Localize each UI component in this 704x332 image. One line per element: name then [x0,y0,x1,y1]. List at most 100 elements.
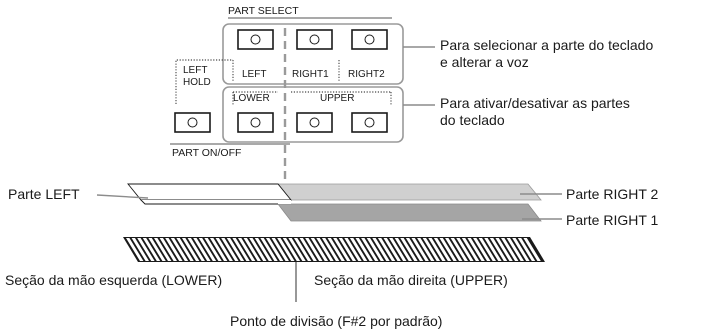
right2-select-button[interactable] [351,29,388,50]
white-key [417,238,435,261]
white-key [310,238,329,261]
white-key [361,238,379,261]
upper-label: UPPER [320,93,354,104]
onoff-callout-line2: do teclado [440,112,505,128]
white-key [243,238,261,261]
white-key [288,238,306,261]
part-select-group-frame [222,23,404,85]
white-key [461,238,480,261]
onoff-callout-line1: Para ativar/desativar as partes [440,95,630,111]
white-key [254,238,273,261]
lower-section-text: Seção da mão esquerda (LOWER) [5,272,222,288]
white-key [484,238,502,261]
left-select-button[interactable] [237,29,274,50]
white-key [181,238,200,261]
white-key [299,238,317,261]
white-key [478,238,497,261]
white-key [489,238,508,261]
white-key [215,238,233,261]
white-key [338,238,357,261]
white-key [411,238,429,261]
white-key [321,238,340,261]
white-key [383,238,401,261]
right1-band [277,203,542,222]
white-key [126,238,144,261]
white-key [501,238,519,261]
left-hold-label-line2: HOLD [183,77,211,88]
right2-part-text: Parte RIGHT 2 [566,186,659,202]
right2-band [277,183,542,201]
white-key [433,238,452,261]
white-key [473,238,491,261]
upper-section-text: Seção da mão direita (UPPER) [314,272,508,288]
left-hold-button[interactable] [174,112,211,133]
white-key [148,238,166,261]
right1-part-label: RIGHT1 [292,69,329,80]
white-key [153,238,172,261]
white-key [131,238,149,261]
white-key [187,238,205,261]
right2-part-label: RIGHT2 [348,69,385,80]
part-onoff-label: PART ON/OFF [172,147,241,159]
left-hold-label-line1: LEFT [183,65,207,76]
white-key [170,238,189,261]
white-key [439,238,457,261]
white-key [193,238,211,261]
white-key [512,238,530,261]
left-hold-frame [175,59,233,104]
white-key [327,238,345,261]
white-key [394,238,413,261]
white-key [333,238,351,261]
select-callout-line2: e alterar a voz [440,54,529,70]
white-key [422,238,441,261]
white-key [450,238,469,261]
left-band [127,183,292,201]
white-key [445,238,463,261]
white-key [260,238,278,261]
white-key [232,238,250,261]
white-key [198,238,217,261]
left-part-connector [96,194,149,199]
white-key [204,238,222,261]
right1-select-button[interactable] [296,29,333,50]
part-onoff-group-frame [222,86,404,143]
white-key [293,238,312,261]
white-key [344,238,362,261]
left-onoff-button[interactable] [237,112,274,133]
white-key [277,238,295,261]
white-key [467,238,485,261]
white-key [226,238,245,261]
white-key [249,238,267,261]
right1-onoff-button[interactable] [296,112,333,133]
white-key [523,238,541,261]
left-part-text: Parte LEFT [8,186,80,202]
white-key [137,238,155,261]
white-key [456,238,474,261]
white-key [209,238,228,261]
white-key [506,238,525,261]
part-select-label: PART SELECT [228,5,299,17]
white-key [316,238,334,261]
right2-onoff-button[interactable] [351,112,388,133]
left-band-lower [141,200,291,204]
white-key [349,238,368,261]
white-key [389,238,407,261]
split-point-caption: Ponto de divisão (F#2 por padrão) [230,313,442,329]
white-key [372,238,390,261]
white-key [377,238,396,261]
white-key [159,238,177,261]
white-key [495,238,513,261]
white-key [265,238,284,261]
lower-label: LOWER [233,93,270,104]
white-key [366,238,385,261]
white-key [305,238,323,261]
white-key [405,238,424,261]
white-key [221,238,239,261]
select-callout-line1: Para selecionar a parte do teclado [440,37,653,53]
white-key [176,238,194,261]
white-key [237,238,256,261]
left-part-label: LEFT [242,69,266,80]
white-key [142,238,161,261]
white-key [282,238,301,261]
